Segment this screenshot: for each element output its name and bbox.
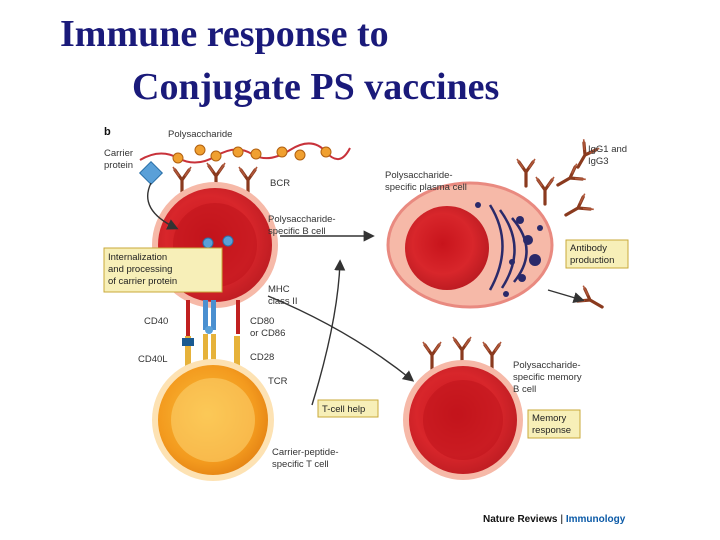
antibody-text-1: Antibody — [570, 243, 607, 254]
label-cd80-2: or CD86 — [250, 328, 285, 339]
cd40-molecule — [186, 300, 190, 336]
antibody-production-box — [565, 239, 629, 269]
memory-b-cell-nucleus — [423, 380, 503, 460]
antibody-text-2: production — [570, 255, 614, 266]
label-cd40: CD40 — [144, 316, 168, 327]
label-igg-1: IgG1 and — [588, 144, 627, 155]
internalization-text-1: Internalization — [108, 252, 167, 263]
arrow-t-help — [311, 259, 346, 406]
internalization-text-2: and processing — [108, 264, 172, 275]
label-plasma-2: specific plasma cell — [385, 182, 467, 193]
label-igg-2: IgG3 — [588, 156, 609, 167]
cd80-molecule — [236, 300, 240, 334]
t-cell-help-text: T-cell help — [322, 404, 365, 415]
credit-line: Nature Reviews | Immunology — [483, 514, 626, 525]
label-bcr: BCR — [270, 178, 290, 189]
label-ps-b-cell-1: Polysaccharide- — [268, 214, 336, 225]
t-cell-nucleus — [171, 378, 255, 462]
arrow-carrier-to-b-cell — [147, 182, 179, 230]
memory-resp-text-2: response — [532, 425, 571, 436]
label-t-cell-2: specific T cell — [272, 459, 329, 470]
panel-letter: b — [104, 126, 111, 138]
carrier-protein-shape — [138, 160, 164, 186]
tcr-molecule — [203, 334, 216, 370]
internalization-text-3: of carrier protein — [108, 276, 177, 287]
plasma-vesicles — [475, 202, 543, 297]
label-polysaccharide: Polysaccharide — [168, 129, 232, 140]
label-carrier-2: protein — [104, 160, 133, 171]
plasma-cell-nucleus — [405, 206, 489, 290]
label-t-cell-1: Carrier-peptide- — [272, 447, 339, 458]
t-cell-help-box — [317, 399, 379, 418]
credit-separator: | — [557, 514, 565, 525]
arrow-b-to-memory — [267, 295, 415, 382]
polysaccharide-chain — [139, 142, 351, 164]
plasma-er-lines — [488, 204, 528, 291]
mhc-molecule — [203, 300, 216, 334]
arrow-to-antibodies — [547, 289, 585, 304]
slide-title-line-2: Conjugate PS vaccines — [132, 66, 500, 108]
label-plasma-1: Polysaccharide- — [385, 170, 453, 181]
label-carrier-1: Carrier — [104, 148, 133, 159]
label-cd28: CD28 — [250, 352, 274, 363]
credit-journal: Immunology — [566, 514, 626, 525]
cd40l-molecule — [182, 336, 194, 370]
label-memory-2: specific memory — [513, 372, 582, 383]
credit-source: Nature Reviews — [483, 514, 558, 525]
internalization-box — [103, 247, 223, 293]
memory-response-box — [527, 409, 581, 439]
label-cd80-1: CD80 — [250, 316, 274, 327]
label-tcr: TCR — [268, 376, 288, 387]
cd28-molecule — [234, 336, 240, 370]
label-cd40l: CD40L — [138, 354, 168, 365]
polysaccharide-beads — [172, 144, 332, 164]
label-mhc-1: MHC — [268, 284, 290, 295]
label-memory-1: Polysaccharide- — [513, 360, 581, 371]
label-mhc-2: class II — [268, 296, 298, 307]
slide-title-line-1: Immune response to — [60, 13, 389, 55]
label-ps-b-cell-2: specific B cell — [268, 226, 326, 237]
label-memory-3: B cell — [513, 384, 536, 395]
memory-resp-text-1: Memory — [532, 413, 567, 424]
